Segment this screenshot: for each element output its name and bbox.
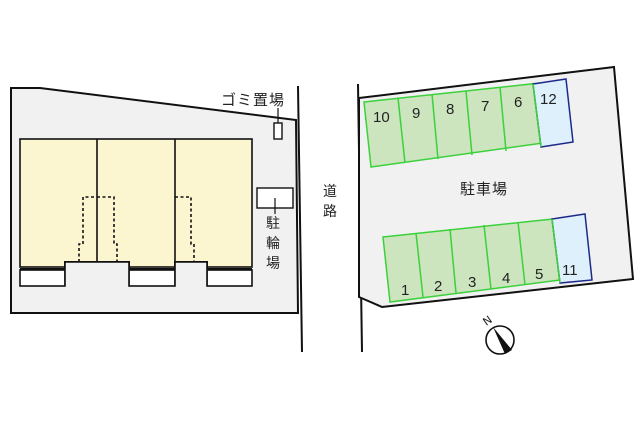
garbage-area: ゴミ置場: [221, 91, 285, 140]
parking-row-top: 10 9 8 7 6 12: [363, 78, 574, 168]
bicycle-parking: 駐 輪 場: [256, 187, 294, 272]
parking-space-6: 6: [514, 94, 522, 111]
parking-space-2: 2: [434, 278, 442, 295]
bicycle-label-3: 場: [266, 256, 280, 272]
road-label-2: 路: [323, 204, 337, 220]
parking-space-4: 4: [502, 270, 510, 287]
parking-space-9: 9: [412, 105, 420, 122]
garbage-label: ゴミ置場: [221, 91, 285, 109]
parking-label: 駐車場: [460, 180, 508, 198]
parking-space-3: 3: [468, 274, 476, 291]
parking-space-5: 5: [535, 266, 543, 283]
parking-space-7: 7: [481, 98, 489, 115]
parking-space-10: 10: [373, 109, 390, 126]
north-compass-icon: N: [480, 313, 515, 355]
road: 道 路: [297, 83, 363, 353]
bicycle-label-1: 駐: [266, 216, 280, 232]
parking-space-12: 12: [540, 91, 557, 108]
parking-space-1: 1: [401, 282, 409, 299]
parking-space-8: 8: [446, 101, 454, 118]
bicycle-label-2: 輪: [266, 235, 280, 252]
parking-row-bottom: 1 2 3 4 5 11: [382, 213, 593, 303]
building-units: [19, 138, 253, 287]
north-label: N: [480, 313, 494, 328]
parking-space-11: 11: [562, 262, 578, 279]
road-label-1: 道: [323, 184, 337, 200]
